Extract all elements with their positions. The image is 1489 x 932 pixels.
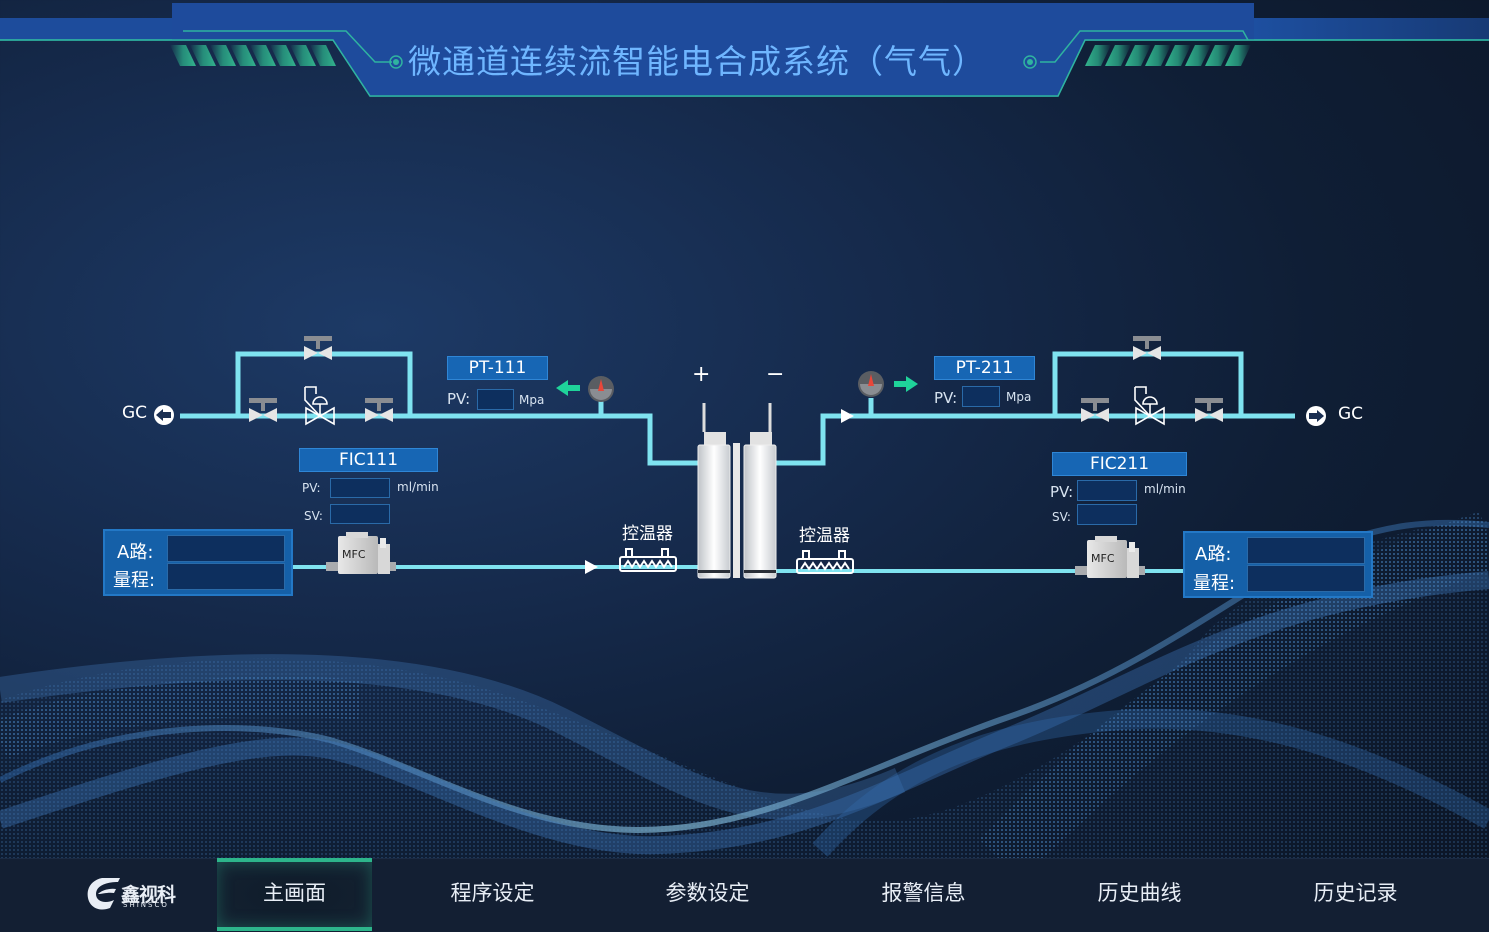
electrolytic-cell-icon	[697, 403, 777, 579]
gc-left-arrow-icon	[154, 405, 174, 425]
manual-valve-icon	[1133, 336, 1161, 360]
route-field[interactable]	[1247, 537, 1365, 564]
pressure-gauge-icon	[588, 376, 614, 402]
logo-subtext: SHINSCO	[123, 901, 169, 909]
manual-valve-icon	[304, 336, 332, 360]
nav-parameter-settings[interactable]: 参数设定	[665, 881, 750, 905]
cathode-label: −	[766, 362, 785, 387]
fic-211-pv-field[interactable]	[1077, 480, 1137, 501]
range-field[interactable]	[1247, 565, 1365, 592]
manual-valve-icon	[1081, 398, 1109, 422]
heater-left-icon	[619, 548, 677, 572]
stripe-decoration-right	[1085, 45, 1251, 66]
pt-111-unit: Mpa	[519, 393, 545, 407]
control-valve-icon	[304, 386, 335, 426]
heater-right-label: 控温器	[799, 526, 850, 546]
logo-text: 鑫视科	[121, 884, 176, 906]
page-title: 微通道连续流智能电合成系统（气气）	[408, 42, 986, 81]
fic-111-pv-label: PV:	[302, 481, 321, 495]
pt-211-pv-field[interactable]	[962, 386, 1000, 407]
flow-direction-right-icon	[894, 376, 918, 392]
stripe-decoration-left	[170, 45, 336, 66]
manual-valve-icon	[365, 398, 393, 422]
mfc-right-label: MFC	[1091, 552, 1115, 565]
fic-211-tag: FIC211	[1052, 452, 1187, 476]
company-logo-icon	[87, 878, 120, 910]
pt-211-unit: Mpa	[1006, 390, 1032, 404]
control-valve-icon	[1134, 386, 1165, 426]
gc-right-label: GC	[1338, 404, 1364, 424]
pt-211-tag: PT-211	[934, 356, 1035, 380]
fic-111-pv-field[interactable]	[330, 478, 390, 498]
pipe-right-gas	[775, 351, 1295, 466]
title-ornament-right	[1023, 55, 1037, 69]
heater-right-icon	[796, 550, 854, 574]
gc-right-arrow-icon	[1306, 406, 1326, 426]
nav-main-screen[interactable]: 主画面	[217, 858, 372, 931]
pt-211-pv-label: PV:	[934, 389, 958, 407]
mfc-right-icon	[1075, 536, 1145, 578]
title-ornament-left	[389, 55, 403, 69]
nav-history-records[interactable]: 历史记录	[1313, 881, 1398, 905]
fic-111-tag: FIC111	[299, 448, 438, 472]
route-panel-right: A路: 量程:	[1183, 531, 1373, 598]
nav-history-curve[interactable]: 历史曲线	[1097, 881, 1182, 905]
route-panel-left: A路: 量程:	[103, 529, 293, 596]
fic-211-pv-label: PV:	[1050, 483, 1074, 501]
fic-211-sv-label: SV:	[1052, 510, 1071, 524]
header-bar-right	[1254, 18, 1489, 40]
range-label: 量程:	[113, 570, 156, 591]
mfc-left-icon	[326, 532, 396, 574]
nav-alarm-info[interactable]: 报警信息	[881, 881, 966, 905]
range-field[interactable]	[167, 563, 285, 590]
wave-background	[0, 511, 1489, 860]
flow-arrow-icon	[585, 560, 598, 574]
process-diagram	[0, 336, 1489, 860]
fic-111-sv-label: SV:	[304, 509, 323, 523]
manual-valve-icon	[1195, 398, 1223, 422]
gc-left-label: GC	[122, 403, 148, 423]
fic-211-sv-field[interactable]	[1077, 504, 1137, 525]
header-bar-left	[0, 18, 172, 40]
heater-left-label: 控温器	[622, 524, 673, 544]
fic-111-unit: ml/min	[397, 480, 439, 494]
manual-valve-icon	[249, 398, 277, 422]
mfc-left-label: MFC	[342, 548, 366, 561]
pt-111-pv-field[interactable]	[477, 389, 514, 410]
pipe-left-gas	[180, 351, 700, 466]
pt-111-tag: PT-111	[447, 356, 548, 380]
route-label: A路:	[117, 542, 154, 563]
nav-program-settings[interactable]: 程序设定	[450, 881, 535, 905]
pressure-gauge-icon	[858, 371, 884, 397]
route-label: A路:	[1195, 544, 1232, 565]
route-field[interactable]	[167, 535, 285, 562]
fic-211-unit: ml/min	[1144, 482, 1186, 496]
anode-label: +	[692, 362, 711, 387]
fic-111-sv-field[interactable]	[330, 504, 390, 524]
flow-direction-left-icon	[556, 380, 580, 396]
header-banner	[0, 3, 1489, 97]
pt-111-pv-label: PV:	[447, 390, 471, 408]
range-label: 量程:	[1193, 573, 1236, 594]
flow-arrow-icon	[841, 409, 854, 423]
